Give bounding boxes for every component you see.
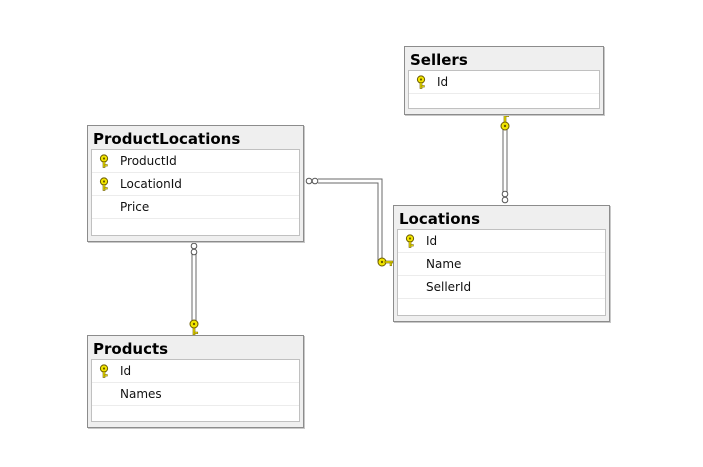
table-products[interactable]: Products Id Names <box>87 335 304 428</box>
table-locations[interactable]: Locations Id Name SellerId <box>393 205 610 322</box>
column-row[interactable]: SellerId <box>398 276 605 299</box>
relationship-sellers-locations[interactable] <box>500 113 510 204</box>
table-title: Locations <box>399 210 481 228</box>
column-row[interactable]: Id <box>409 71 599 94</box>
column-list: Id Name SellerId <box>397 229 606 316</box>
column-list: ProductId LocationId Price <box>91 149 300 236</box>
column-name: Name <box>426 257 462 271</box>
many-end-infinity-icon <box>190 242 198 256</box>
relationship-productlocations-locations[interactable] <box>305 177 394 267</box>
column-name: Id <box>426 234 438 248</box>
table-title: Products <box>93 340 169 358</box>
one-end-key-icon <box>189 319 199 336</box>
column-row[interactable]: Names <box>92 383 299 406</box>
primary-key-icon <box>99 177 109 191</box>
one-end-key-icon <box>500 113 510 131</box>
column-name: Id <box>437 75 449 89</box>
column-name: ProductId <box>120 154 177 168</box>
column-name: Id <box>120 364 132 378</box>
primary-key-icon <box>405 234 415 248</box>
column-name: SellerId <box>426 280 472 294</box>
column-list: Id <box>408 70 600 109</box>
column-name: Price <box>120 200 150 214</box>
many-end-infinity-icon <box>305 177 319 185</box>
column-row[interactable]: Id <box>92 360 299 383</box>
primary-key-icon <box>99 154 109 168</box>
column-row[interactable]: Id <box>398 230 605 253</box>
column-list: Id Names <box>91 359 300 422</box>
relationship-productlocations-products[interactable] <box>189 242 199 336</box>
many-end-infinity-icon <box>501 190 509 204</box>
column-row[interactable]: Price <box>92 196 299 219</box>
primary-key-icon <box>99 364 109 378</box>
column-row[interactable]: ProductId <box>92 150 299 173</box>
table-title: ProductLocations <box>93 130 241 148</box>
table-sellers[interactable]: Sellers Id <box>404 46 604 115</box>
table-productlocations[interactable]: ProductLocations ProductId LocationId Pr… <box>87 125 304 242</box>
column-row[interactable]: Name <box>398 253 605 276</box>
table-title: Sellers <box>410 51 468 69</box>
column-name: Names <box>120 387 162 401</box>
column-row[interactable]: LocationId <box>92 173 299 196</box>
one-end-key-icon <box>377 257 394 267</box>
primary-key-icon <box>416 75 426 89</box>
column-name: LocationId <box>120 177 182 191</box>
